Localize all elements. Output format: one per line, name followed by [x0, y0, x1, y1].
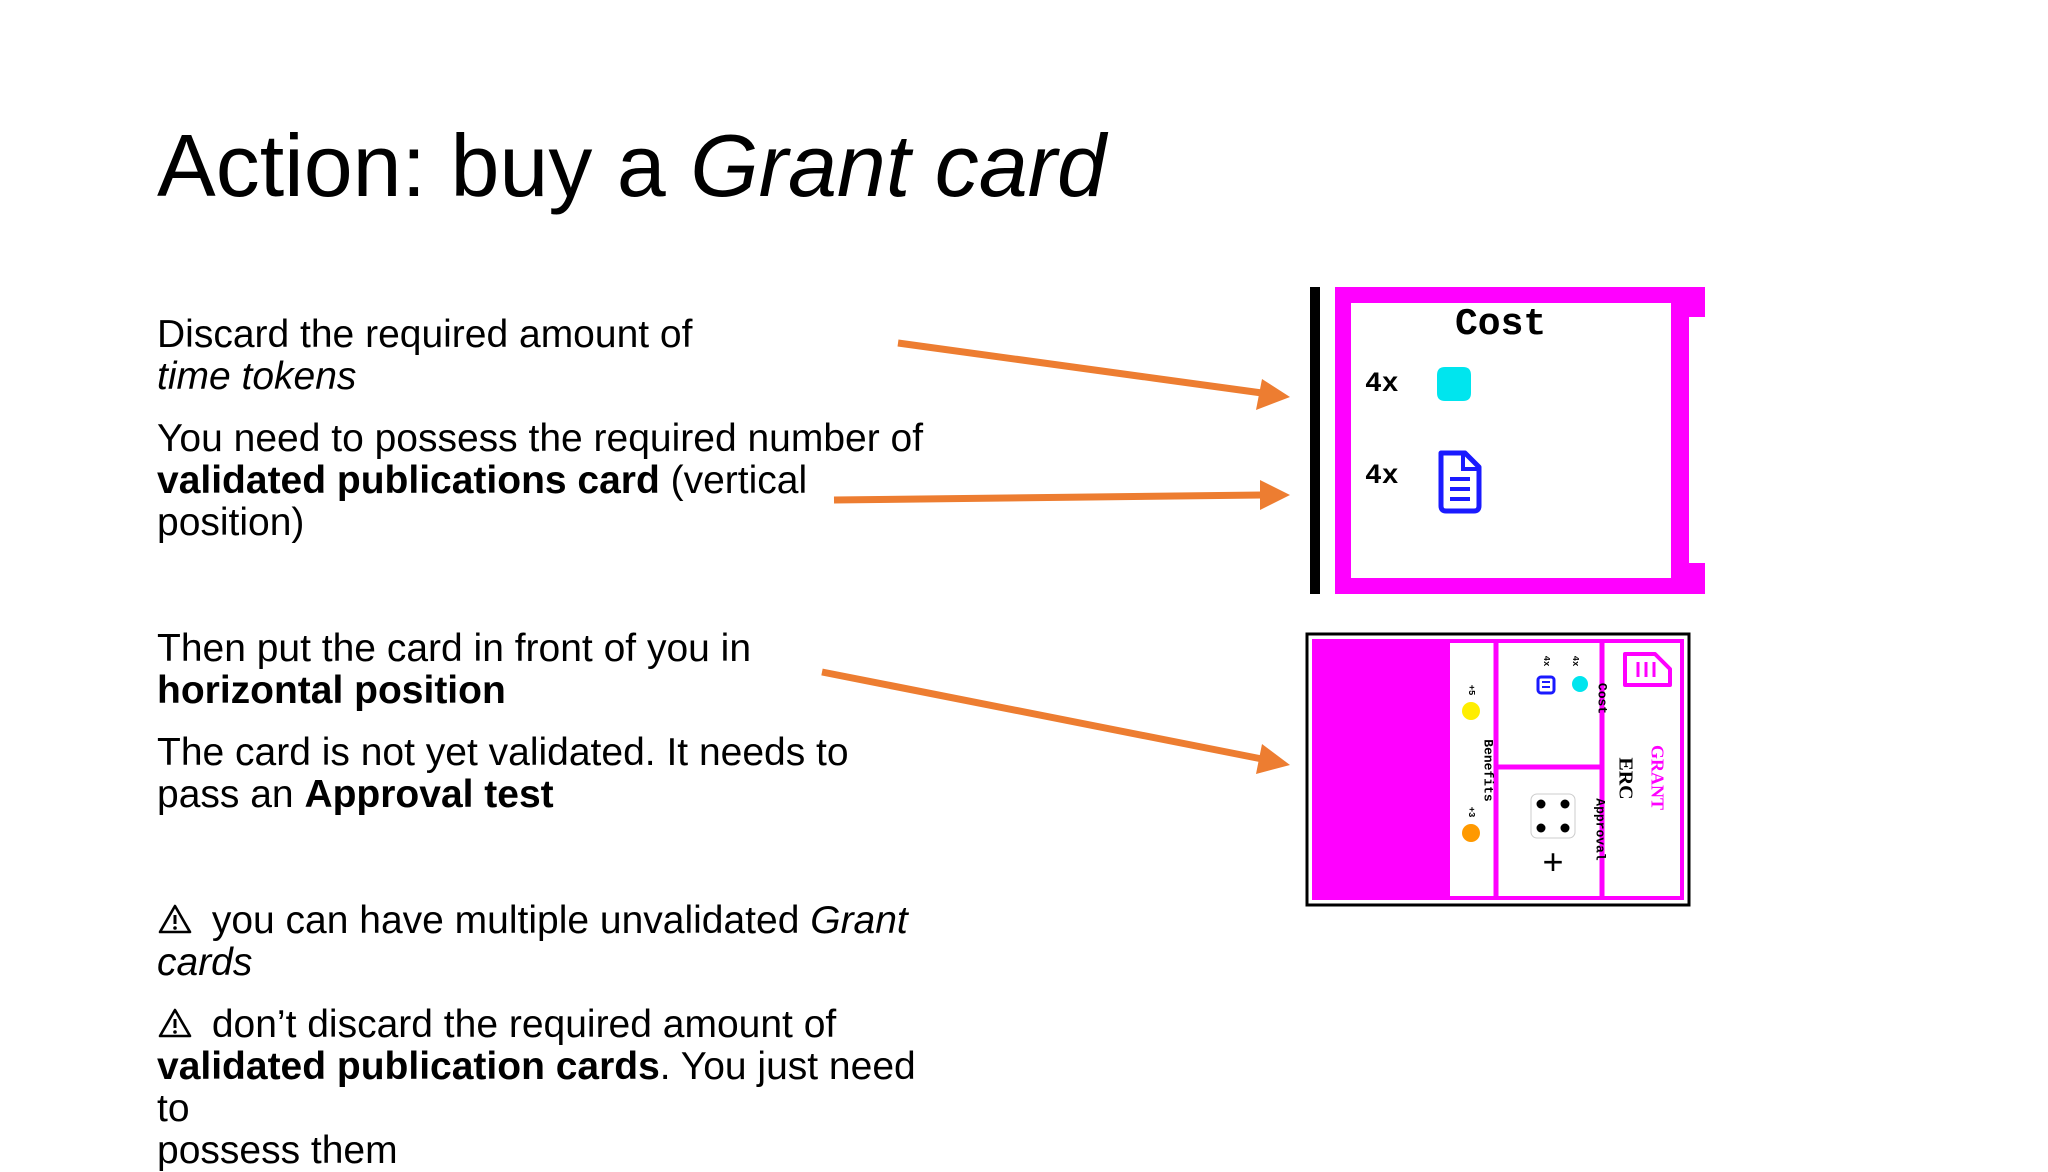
p4-bold: Approval test	[304, 773, 554, 816]
title-italic: Grant card	[690, 116, 1106, 215]
w1-text: you can have multiple unvalidated	[201, 899, 811, 942]
grant-card-cost-detail: Cost 4x 4x	[1305, 285, 1705, 595]
cost-time-qty: 4x	[1365, 369, 1399, 400]
w2-rest: . You just need to	[157, 1045, 916, 1130]
p2-bold: validated publications card	[157, 459, 660, 502]
grant-icon	[1623, 652, 1672, 687]
benefits-label: Benefits	[1480, 739, 1496, 802]
mini-time-token-icon	[1572, 676, 1588, 692]
mini-publication-icon	[1536, 675, 1556, 695]
benefit-yellow-token	[1462, 702, 1480, 720]
approval-plus: +	[1542, 841, 1564, 882]
p3-bold: horizontal position	[157, 669, 506, 712]
time-token-icon	[1437, 367, 1471, 401]
approval-label: Approval	[1592, 798, 1608, 861]
instruction-horizontal: Then put the card in front of you in hor…	[157, 628, 957, 712]
p2-rest: (vertical	[659, 459, 808, 502]
grant-card-horizontal: GRANT ERC Cost 4x 4x Approval + Benefits…	[1305, 632, 1691, 907]
card-horizontal-frame	[1305, 632, 1691, 907]
w1-italic2: cards	[157, 941, 253, 984]
benefit-orange-token	[1462, 824, 1480, 842]
p4-prefix: pass an	[157, 773, 305, 816]
warning-icon	[158, 904, 192, 934]
slide-title: Action: buy a Grant card	[157, 116, 1106, 215]
title-plain: Action: buy a	[157, 116, 691, 215]
p2-line3: position)	[157, 501, 305, 544]
p1-italic: time tokens	[157, 355, 357, 398]
instruction-approval: The card is not yet validated. It needs …	[157, 732, 957, 816]
w2-bold: validated publication cards	[157, 1045, 660, 1088]
mini-time-qty: 4x	[1570, 655, 1580, 667]
warning-dont-discard: don’t discard the required amount of val…	[157, 1004, 957, 1172]
erc-label: ERC	[1614, 757, 1637, 800]
mini-cost-label: Cost	[1594, 682, 1610, 715]
w1-italic1: Grant	[810, 899, 908, 942]
warning-multiple-grants: you can have multiple unvalidated Grant …	[157, 900, 957, 984]
p4-line1: The card is not yet validated. It needs …	[157, 731, 849, 774]
p1-line1: Discard the required amount of	[157, 313, 693, 356]
benefit-2-value: +3	[1466, 806, 1476, 818]
warning-icon	[158, 1008, 192, 1038]
w2-line3: possess them	[157, 1129, 398, 1172]
grant-label: GRANT	[1647, 744, 1668, 810]
cost-header: Cost	[1455, 303, 1547, 346]
benefit-1-value: +5	[1466, 684, 1476, 696]
card-cost-frame	[1310, 287, 1705, 594]
dice-four-icon	[1530, 793, 1576, 839]
cost-publication-qty: 4x	[1365, 461, 1399, 492]
p2-line1: You need to possess the required number …	[157, 417, 924, 460]
instruction-discard-time: Discard the required amount of time toke…	[157, 314, 957, 398]
instruction-possess-publications: You need to possess the required number …	[157, 418, 957, 544]
mini-pub-qty: 4x	[1541, 655, 1551, 667]
w2-text: don’t discard the required amount of	[201, 1003, 837, 1046]
publication-icon	[1438, 450, 1482, 514]
p3-line1: Then put the card in front of you in	[157, 627, 752, 670]
